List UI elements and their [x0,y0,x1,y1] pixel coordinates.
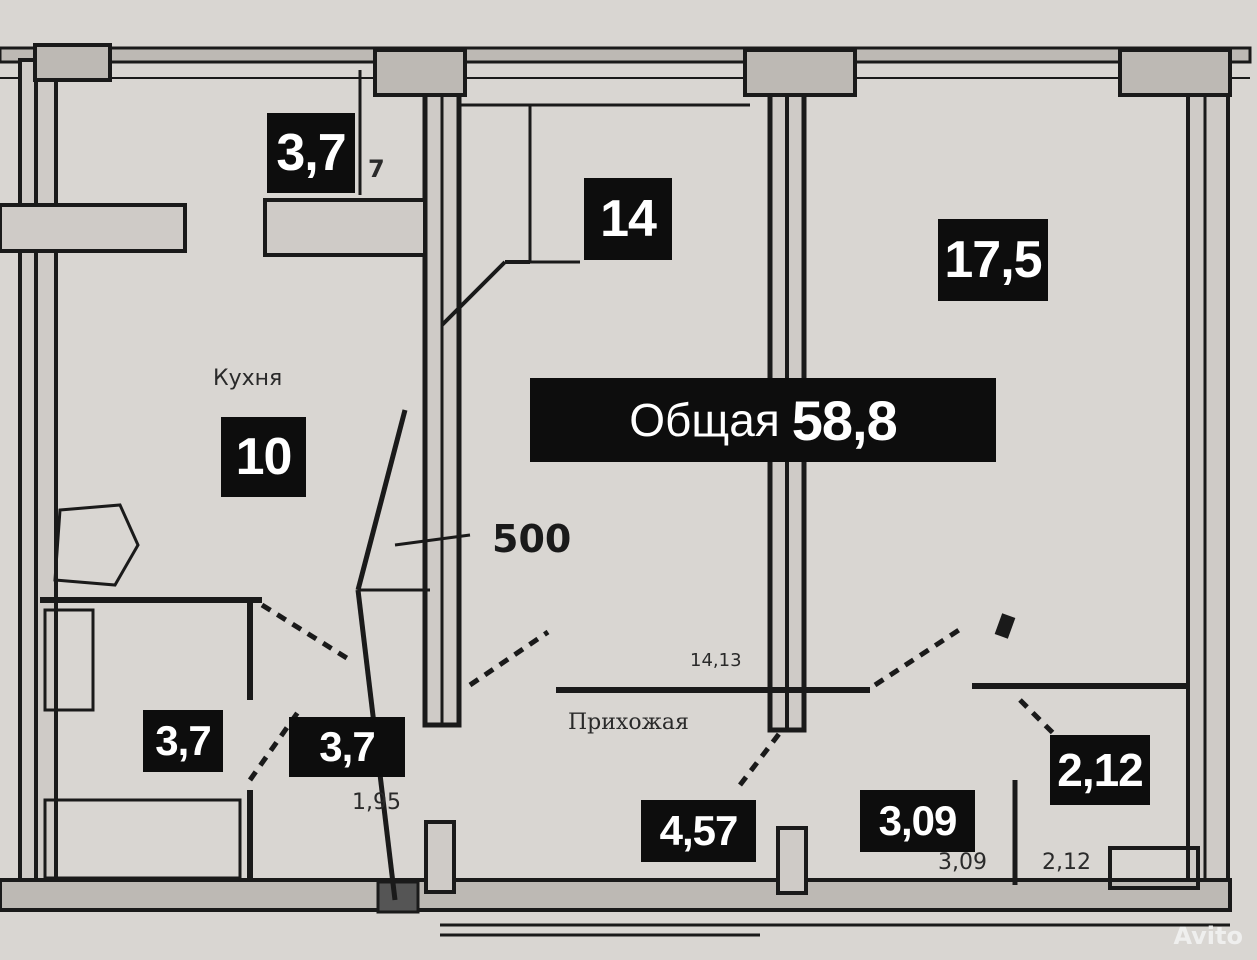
area-label-wc: 3,7 [289,717,405,777]
area-label-room-small: 14 [584,178,672,260]
total-area-prefix: Общая [629,394,780,446]
total-area-value: 58,8 [791,388,898,452]
area-label-storage: 3,7 [267,113,355,193]
small-seven: 7 [368,155,385,183]
kitchen-name: Кухня [213,366,283,391]
area-label-bathroom: 3,7 [143,710,223,772]
area-label-room-large: 17,5 [938,219,1048,301]
area-label-kitchen: 10 [221,417,306,497]
watermark: Avito [1173,922,1243,950]
hall-name: Прихожая [568,710,689,735]
closet-faint: 2,12 [1042,850,1091,875]
right-wall [1186,60,1230,899]
area-label-closet: 2,12 [1050,735,1150,805]
hall-area-faint: 14,13 [690,650,742,671]
wc-faint: 1,95 [352,790,401,815]
hall-b-faint: 3,09 [938,850,987,875]
area-label-hall-a: 4,57 [641,800,756,862]
area-label-hall-b: 3,09 [860,790,975,852]
total-area-banner: Общая 58,8 [530,378,996,462]
dimension-label: 500 [492,517,572,561]
walls [0,43,1252,937]
door-swings [247,602,1062,787]
bottom-wall [0,878,1232,912]
top-wall [0,46,1252,64]
